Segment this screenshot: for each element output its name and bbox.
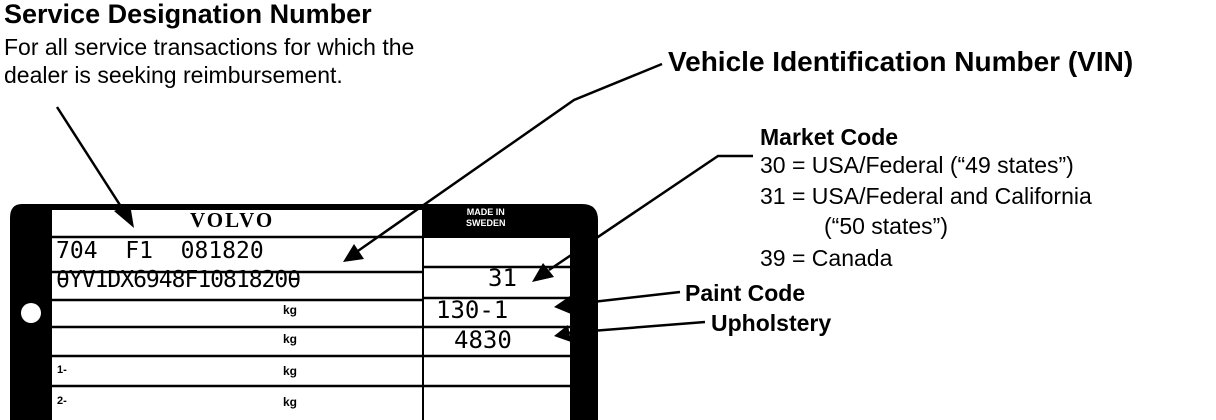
plate-service-number: 704 F1 081820 <box>56 238 264 264</box>
service-designation-title: Service Designation Number <box>4 0 372 29</box>
plate-made-in-line2: SWEDEN <box>466 218 506 228</box>
market-code-line4: 39 = Canada <box>760 245 893 271</box>
market-code-line1: 30 = USA/Federal (“49 states”) <box>760 152 1074 178</box>
plate-kg-row2: kg <box>283 332 298 346</box>
plate-axle-2-label: 2- <box>57 395 67 407</box>
service-designation-desc-line2: dealer is seeking reimbursement. <box>4 62 343 88</box>
plate-paint-code-value: 130-1 <box>436 296 509 324</box>
plate-made-in-line1: MADE IN <box>466 207 505 217</box>
plate-upholstery-value: 4830 <box>454 326 512 354</box>
plate-row-lines <box>52 235 570 388</box>
upholstery-title: Upholstery <box>711 310 832 336</box>
plate-kg-row1: kg <box>283 303 298 317</box>
leader-lines <box>55 62 753 335</box>
service-designation-desc-line1: For all service transactions for which t… <box>4 34 415 60</box>
plate-made-in: MADE IN SWEDEN <box>466 207 506 229</box>
plate-vin: θYV1DX6948F1081820θ <box>56 267 301 293</box>
plate-brand: VOLVO <box>190 208 275 232</box>
paint-code-title: Paint Code <box>685 280 806 306</box>
plate-axle-1-label: 1- <box>57 364 67 376</box>
plate-kg-row3: kg <box>283 364 298 378</box>
plate-market-code-value: 31 <box>488 264 517 292</box>
mounting-hole <box>21 303 41 323</box>
market-code-title: Market Code <box>760 124 899 150</box>
market-code-line3: (“50 states”) <box>824 213 948 239</box>
plate-kg-row4: kg <box>283 395 298 409</box>
leader-arrowheads <box>114 204 571 342</box>
vin-title: Vehicle Identification Number (VIN) <box>668 46 1134 77</box>
market-code-line2: 31 = USA/Federal and California <box>760 183 1092 209</box>
